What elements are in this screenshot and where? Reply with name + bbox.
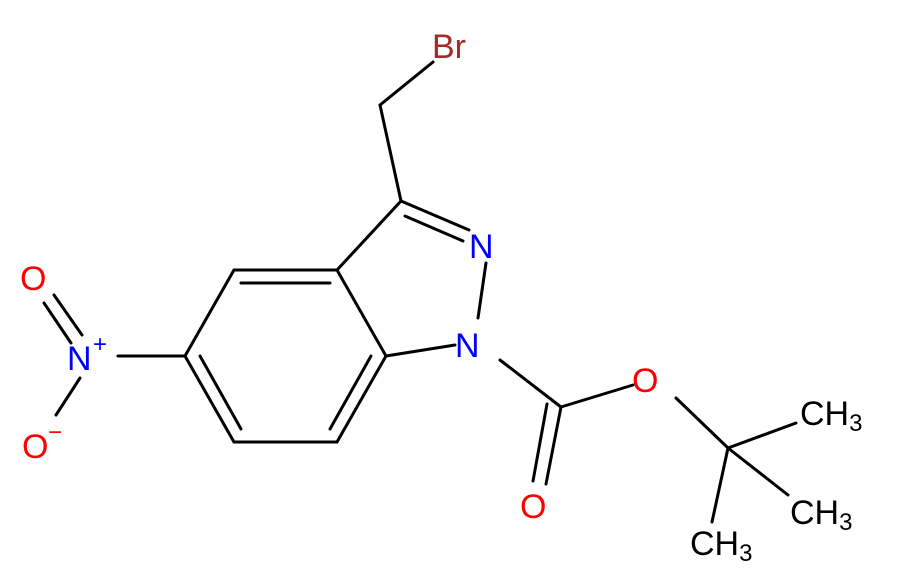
- atom-o-nitro-top: O: [20, 260, 46, 298]
- atom-ch3-bottom: CH3: [690, 525, 752, 567]
- bond-c3-ch2: [378, 103, 403, 203]
- atom-o-carbonyl: O: [520, 488, 546, 526]
- bond-nnitro-otop-double: [42, 301, 73, 345]
- bond-c4-c5: [183, 268, 236, 358]
- bonds: [42, 60, 798, 524]
- bond-ch2-br: [378, 60, 435, 107]
- bond-c5-c6: [183, 354, 236, 444]
- atom-n1: N: [455, 327, 480, 365]
- bond-cq-ch3bottom: [710, 446, 730, 524]
- bond-cq-ch3top: [726, 421, 798, 450]
- bond-c7a-n1: [384, 343, 457, 358]
- bond-n2-n1: [476, 261, 488, 320]
- bond-n1-ccarbonyl: [498, 358, 563, 409]
- bond-c7-c7a: [335, 354, 388, 444]
- bond-cq-ch3mid: [726, 446, 790, 497]
- atom-n2: N: [469, 228, 494, 266]
- bond-ccarbonyl-oester: [559, 383, 635, 409]
- atom-br: Br: [432, 28, 466, 66]
- bond-c3a-c7a: [335, 268, 388, 358]
- bond-nnitro-obottom: [54, 376, 82, 417]
- atom-o-ester: O: [632, 362, 658, 400]
- bond-nnitro-otop: [52, 293, 84, 337]
- atom-ch3-top: CH3: [800, 395, 862, 437]
- bond-c3-c3a: [335, 199, 403, 272]
- bond-c7-c7a-double: [328, 354, 373, 431]
- bond-ccarbonyl-o: [544, 405, 563, 486]
- bond-c3-n2: [399, 199, 471, 232]
- atom-labels: Br N N N + O O − O O CH3 CH3 CH3: [20, 28, 862, 567]
- bond-oester-cq: [674, 396, 730, 450]
- bond-c5-c6-double: [198, 354, 243, 431]
- atom-o-nitro-bottom: O: [22, 428, 48, 466]
- nitro-positive-charge: +: [93, 331, 107, 358]
- atom-ch3-mid: CH3: [790, 494, 852, 536]
- oxygen-negative-charge: −: [48, 419, 62, 446]
- bond-ccarbonyl-o-double: [531, 402, 549, 483]
- atom-n-nitro: N: [67, 340, 92, 378]
- bond-c3-n2-double: [403, 214, 465, 243]
